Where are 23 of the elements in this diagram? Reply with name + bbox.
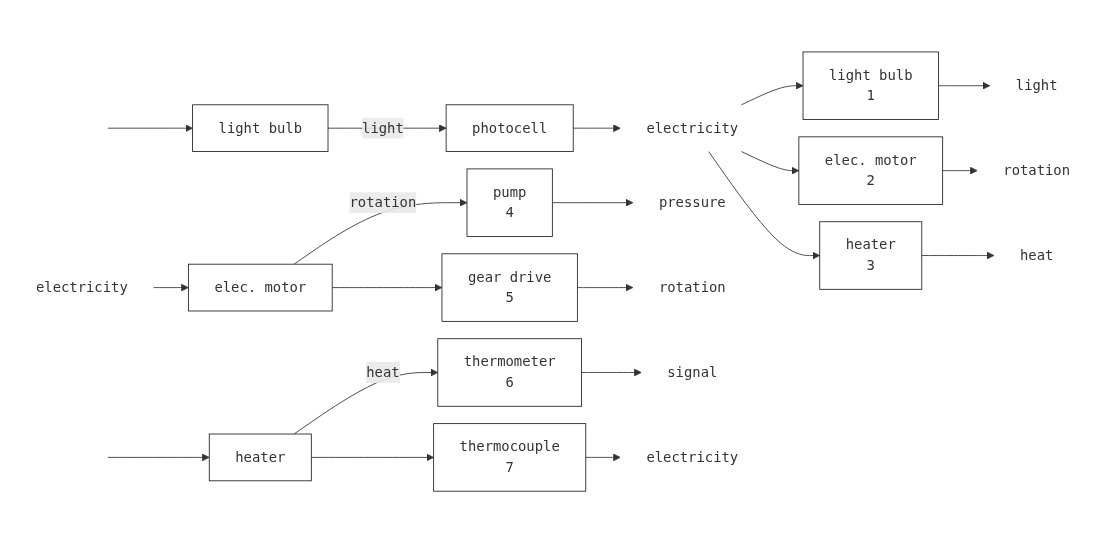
- node-box: [445, 104, 574, 152]
- node-box: [466, 168, 553, 237]
- node-text: pressure: [658, 193, 726, 211]
- edge-label: light: [362, 119, 404, 136]
- node-box: [441, 253, 578, 322]
- node-box: [192, 104, 329, 152]
- node-text: heat: [1019, 246, 1054, 264]
- edge-label: rotation: [349, 193, 417, 211]
- node-text: electricity: [35, 278, 128, 296]
- node-box: [819, 221, 923, 290]
- node-text: electricity: [646, 119, 739, 136]
- node-text: electricity: [646, 448, 739, 466]
- node-box: [433, 423, 587, 492]
- node-box: [802, 51, 939, 120]
- node-text: signal: [667, 363, 718, 381]
- node-text: rotation: [658, 278, 726, 296]
- node-box: [437, 338, 582, 407]
- node-text: rotation: [1003, 161, 1071, 179]
- node-box: [208, 433, 312, 482]
- edge-label: heat: [366, 363, 400, 381]
- node-text: light: [1015, 76, 1058, 94]
- node-box: [798, 136, 944, 205]
- node-box: [187, 263, 333, 312]
